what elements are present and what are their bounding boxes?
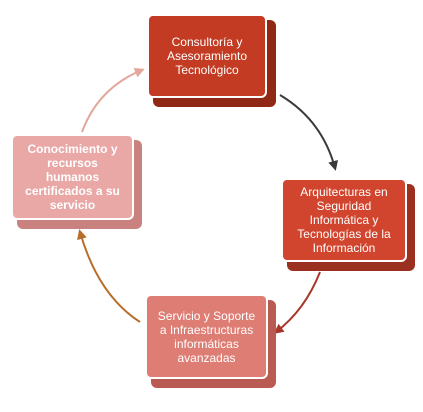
arrow-bottom-to-left <box>77 229 141 323</box>
node-consulting: Consultoría y Asesoramiento Tecnológico <box>147 14 267 98</box>
node-human-resources-label: Conocimiento y recursos humanos certific… <box>25 142 120 212</box>
arrow-right-to-bottom <box>273 271 321 334</box>
node-security-architecture-label: Arquitecturas en Seguridad Informática y… <box>297 185 391 255</box>
arrow-left-to-top <box>81 68 145 133</box>
arrow-top-to-right <box>279 94 338 171</box>
node-consulting-label: Consultoría y Asesoramiento Tecnológico <box>166 35 248 77</box>
node-human-resources: Conocimiento y recursos humanos certific… <box>11 134 134 220</box>
node-security-architecture: Arquitecturas en Seguridad Informática y… <box>281 178 407 262</box>
node-support: Servicio y Soporte a Infraestructuras in… <box>145 294 268 379</box>
node-support-label: Servicio y Soporte a Infraestructuras in… <box>157 308 256 365</box>
